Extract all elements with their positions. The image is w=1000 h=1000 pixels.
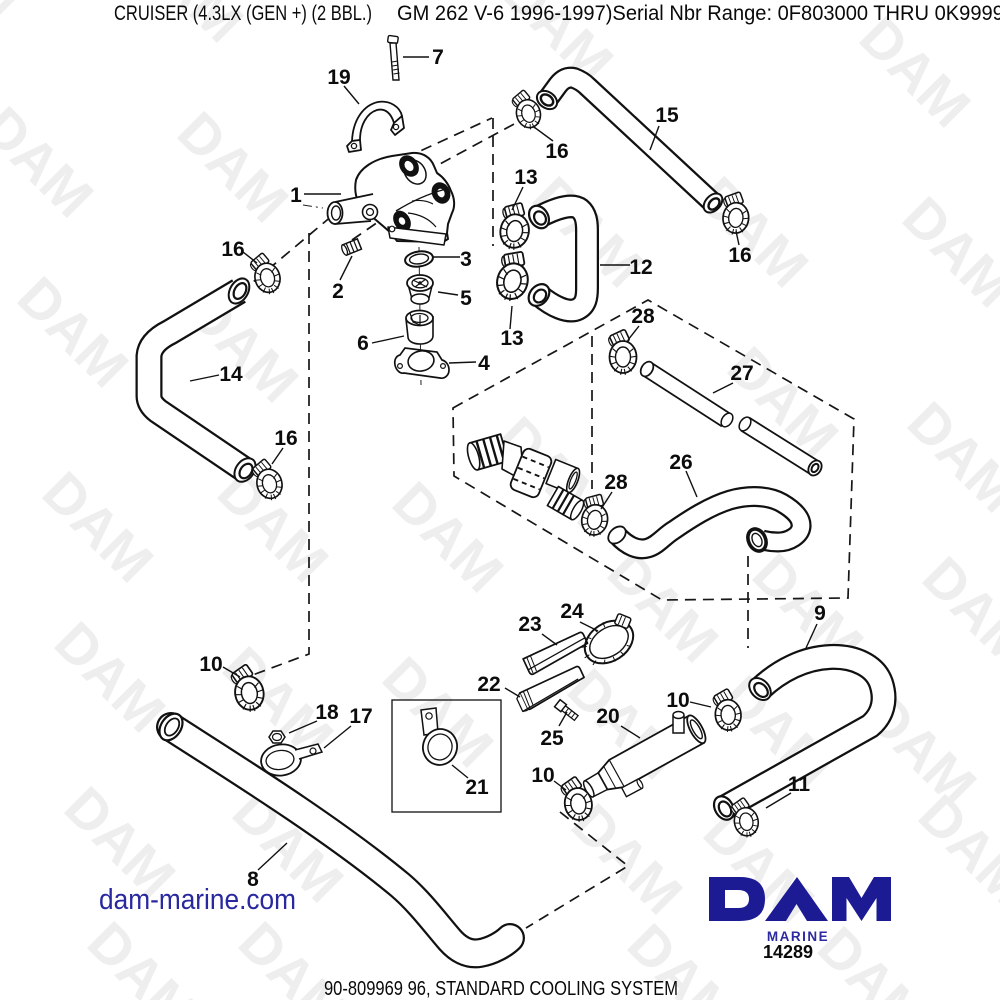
- svg-text:4: 4: [478, 352, 490, 375]
- svg-text:9: 9: [814, 602, 826, 625]
- svg-text:DAM: DAM: [911, 544, 1000, 679]
- svg-text:DAM: DAM: [896, 389, 1000, 524]
- svg-text:15: 15: [655, 104, 679, 127]
- svg-text:13: 13: [514, 166, 537, 189]
- svg-text:DAM: DAM: [76, 909, 211, 1000]
- svg-text:28: 28: [604, 471, 628, 494]
- svg-text:7: 7: [432, 46, 444, 69]
- svg-text:16: 16: [221, 238, 244, 261]
- svg-text:GM 262 V-6 1996-1997)Serial Nb: GM 262 V-6 1996-1997)Serial Nbr Range: 0…: [397, 2, 1000, 25]
- svg-text:10: 10: [666, 689, 689, 712]
- svg-text:19: 19: [327, 66, 350, 89]
- svg-text:DAM: DAM: [907, 782, 1000, 917]
- svg-text:20: 20: [596, 705, 619, 728]
- svg-text:27: 27: [730, 362, 753, 385]
- svg-text:10: 10: [199, 653, 222, 676]
- svg-text:DAM: DAM: [166, 99, 301, 234]
- svg-text:13: 13: [500, 327, 523, 350]
- svg-text:23: 23: [518, 613, 541, 636]
- svg-text:22: 22: [477, 673, 500, 696]
- svg-text:MARINE: MARINE: [767, 929, 829, 944]
- svg-text:16: 16: [728, 244, 751, 267]
- svg-text:21: 21: [465, 776, 489, 799]
- svg-text:6: 6: [357, 332, 369, 355]
- svg-text:12: 12: [629, 256, 652, 279]
- svg-text:25: 25: [540, 727, 564, 750]
- svg-text:CRUISER (4.3LX (GEN +) (2 BBL.: CRUISER (4.3LX (GEN +) (2 BBL.): [114, 2, 372, 25]
- svg-text:DAM: DAM: [31, 459, 166, 594]
- svg-text:16: 16: [274, 427, 297, 450]
- svg-text:DAM: DAM: [0, 94, 106, 229]
- svg-text:2: 2: [332, 280, 344, 303]
- svg-text:24: 24: [560, 600, 584, 623]
- svg-text:26: 26: [669, 451, 692, 474]
- svg-text:14289: 14289: [763, 942, 813, 962]
- svg-text:18: 18: [315, 701, 339, 724]
- svg-text:10: 10: [531, 764, 554, 787]
- svg-text:DAM: DAM: [891, 184, 1000, 319]
- svg-text:dam-marine.com: dam-marine.com: [99, 884, 296, 916]
- svg-text:DAM: DAM: [381, 469, 516, 604]
- svg-text:28: 28: [631, 305, 655, 328]
- svg-text:17: 17: [349, 705, 372, 728]
- svg-text:90-809969 96, STANDARD COOLING: 90-809969 96, STANDARD COOLING SYSTEM: [324, 977, 678, 1000]
- svg-text:DAM: DAM: [6, 264, 141, 399]
- svg-text:DAM: DAM: [806, 914, 941, 1000]
- svg-text:3: 3: [460, 248, 472, 271]
- svg-text:DAM: DAM: [0, 0, 36, 29]
- svg-text:5: 5: [460, 287, 472, 310]
- svg-text:11: 11: [788, 773, 811, 796]
- svg-text:1: 1: [290, 184, 302, 207]
- svg-text:8: 8: [247, 868, 259, 891]
- svg-text:16: 16: [545, 140, 568, 163]
- svg-text:14: 14: [219, 363, 243, 386]
